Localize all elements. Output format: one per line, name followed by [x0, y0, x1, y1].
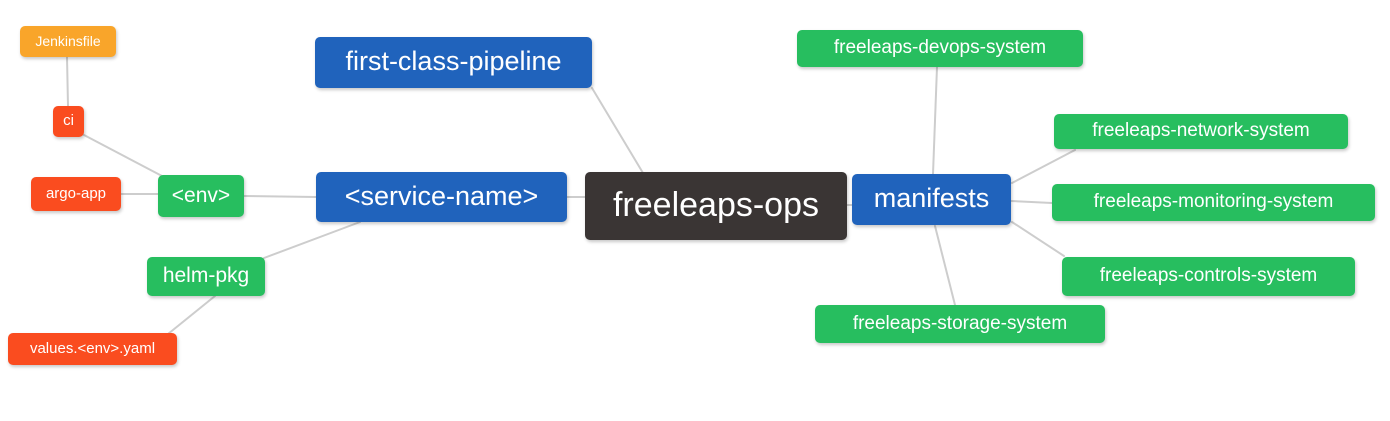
mindmap-node-freeleaps-devops-system[interactable]: freeleaps-devops-system — [797, 30, 1083, 67]
node-label: <env> — [171, 183, 231, 207]
node-label: first-class-pipeline — [345, 46, 562, 76]
node-label: freeleaps-monitoring-system — [1093, 191, 1334, 212]
node-label: freeleaps-devops-system — [833, 37, 1047, 58]
node-label: manifests — [873, 183, 990, 213]
node-label: helm-pkg — [162, 264, 250, 287]
mindmap-node-first-class-pipeline[interactable]: first-class-pipeline — [315, 37, 592, 88]
connector-service-name-to-helm-pkg — [263, 221, 361, 259]
mindmap-node-freeleaps-controls-system[interactable]: freeleaps-controls-system — [1062, 257, 1355, 296]
mindmap-node-freeleaps-ops[interactable]: freeleaps-ops — [585, 172, 847, 240]
node-label: argo-app — [45, 184, 107, 202]
connector-service-name-to-env — [243, 195, 317, 198]
connector-manifests-to-freeleaps-devops-system — [932, 66, 938, 175]
node-label: values.<env>.yaml — [29, 339, 156, 357]
connector-env-to-ci — [83, 134, 163, 177]
connector-helm-pkg-to-values-env-yaml — [167, 295, 216, 335]
connector-manifests-to-freeleaps-controls-system — [1011, 221, 1065, 257]
connector-freeleaps-ops-to-first-class-pipeline — [591, 87, 644, 174]
mindmap-node-jenkinsfile[interactable]: Jenkinsfile — [20, 26, 116, 57]
connector-manifests-to-freeleaps-storage-system — [934, 225, 956, 306]
mindmap-node-freeleaps-monitoring-system[interactable]: freeleaps-monitoring-system — [1052, 184, 1375, 221]
node-label: <service-name> — [344, 180, 539, 211]
connector-manifests-to-freeleaps-network-system — [1011, 149, 1076, 184]
connector-manifests-to-freeleaps-monitoring-system — [1010, 200, 1053, 204]
mindmap-node-env[interactable]: <env> — [158, 175, 244, 217]
connector-ci-to-jenkinsfile — [66, 56, 69, 107]
mindmap-node-manifests[interactable]: manifests — [852, 174, 1011, 225]
mindmap-node-service-name[interactable]: <service-name> — [316, 172, 567, 222]
mindmap-node-freeleaps-network-system[interactable]: freeleaps-network-system — [1054, 114, 1348, 149]
node-label: freeleaps-network-system — [1092, 120, 1310, 141]
node-label: freeleaps-ops — [612, 186, 819, 224]
mindmap-node-freeleaps-storage-system[interactable]: freeleaps-storage-system — [815, 305, 1105, 343]
mindmap-node-ci[interactable]: ci — [53, 106, 84, 137]
node-label: freeleaps-controls-system — [1099, 265, 1318, 286]
mindmap-node-argo-app[interactable]: argo-app — [31, 177, 121, 211]
node-label: Jenkinsfile — [35, 32, 101, 49]
mindmap-node-values-env-yaml[interactable]: values.<env>.yaml — [8, 333, 177, 365]
node-label: freeleaps-storage-system — [852, 312, 1068, 334]
node-label: ci — [63, 112, 74, 129]
mindmap-node-helm-pkg[interactable]: helm-pkg — [147, 257, 265, 296]
